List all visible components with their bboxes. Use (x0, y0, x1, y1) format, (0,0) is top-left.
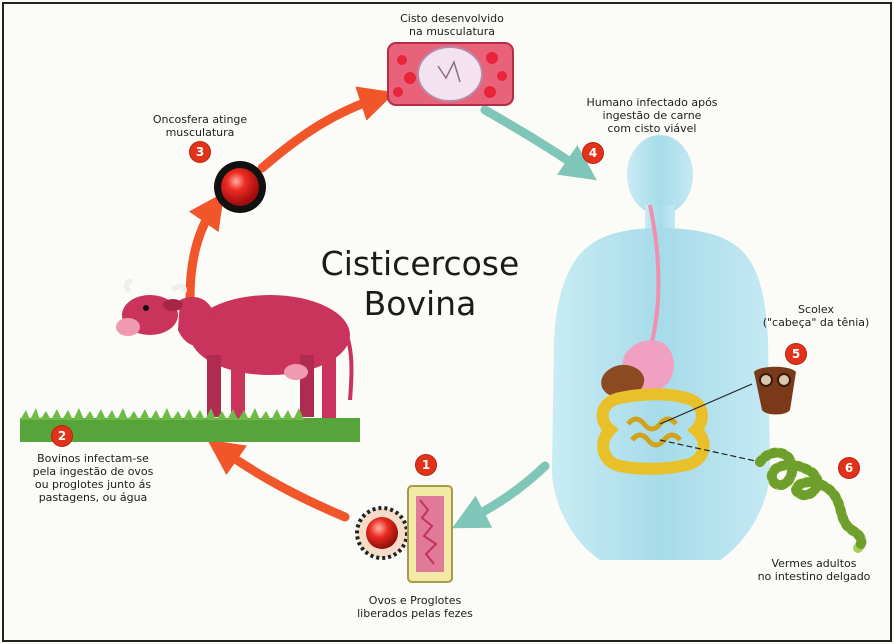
step-3-badge: 3 (190, 142, 210, 162)
oncosphere-illustration (214, 161, 266, 213)
step-5-caption: Scolex ("cabeça" da tênia) (746, 303, 886, 329)
step-4-badge: 4 (583, 143, 603, 163)
step-3-caption: Oncosfera atinge musculatura (140, 113, 260, 139)
step-5-badge: 5 (786, 344, 806, 364)
step-1-caption: Ovos e Proglotes liberados pelas fezes (340, 594, 490, 620)
step-2-caption: Bovinos infectam-se pela ingestão de ovo… (18, 452, 168, 504)
step-6-caption: Vermes adultos no intestino delgado (744, 557, 884, 583)
step-4-caption: Humano infectado após ingestão de carne … (572, 96, 732, 135)
step-1-badge: 1 (416, 455, 436, 475)
cyst-caption: Cisto desenvolvido na musculatura (372, 12, 532, 38)
egg-illustration (357, 508, 407, 558)
step-2-badge: 2 (52, 426, 72, 446)
diagram-title: Cisticercose Bovina (300, 244, 540, 324)
title-line-2: Bovina (300, 284, 540, 324)
title-line-1: Cisticercose (300, 244, 540, 284)
muscle-cyst-illustration (388, 43, 513, 105)
step-6-badge: 6 (839, 458, 859, 478)
proglottid-illustration (408, 486, 452, 582)
